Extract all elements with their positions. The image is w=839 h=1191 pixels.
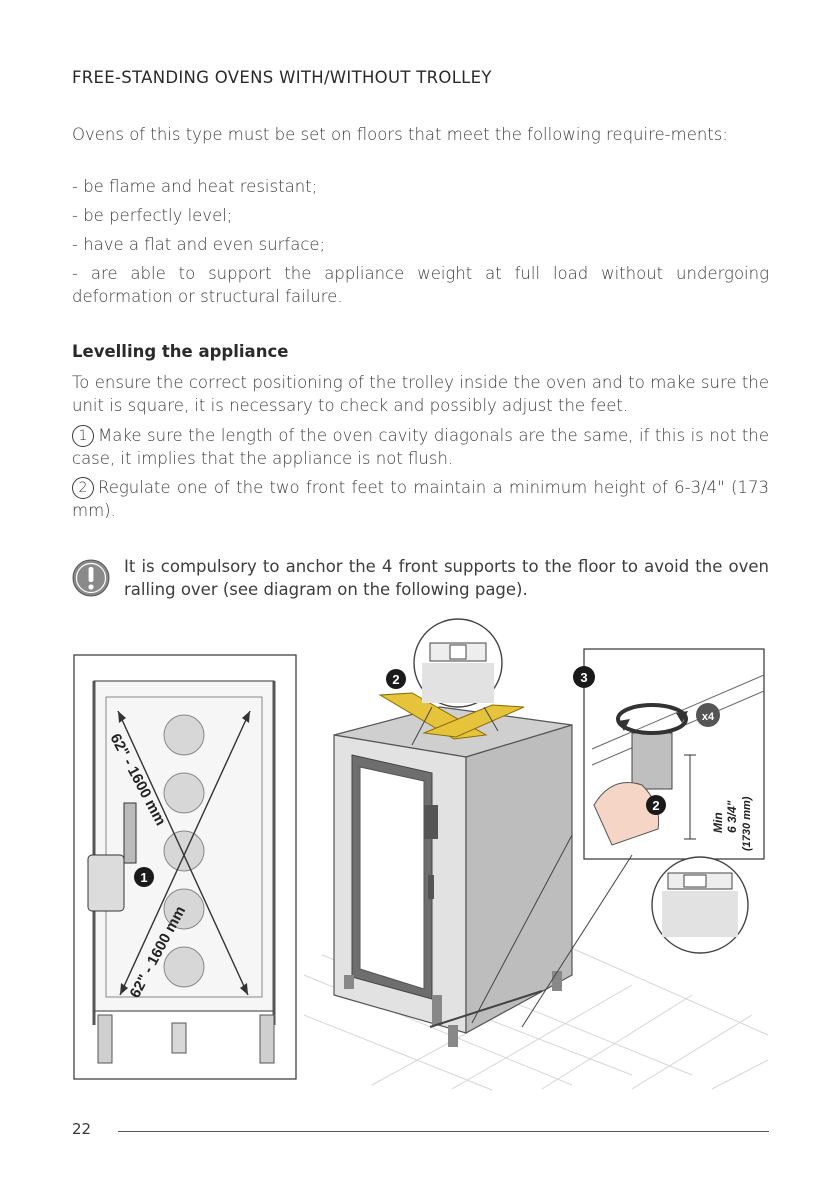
min-label: Min [711, 812, 725, 833]
callout-1: 1 [140, 870, 147, 885]
step-number: 1 [72, 425, 94, 447]
step-number: 2 [72, 477, 94, 499]
section-heading: FREE-STANDING OVENS WITH/WITHOUT TROLLEY [72, 68, 492, 87]
requirement-item: - be flame and heat resistant; [72, 177, 318, 196]
level-bubble-zoom: 2 [386, 618, 503, 746]
callout-2-foot: 2 [652, 798, 659, 813]
callout-2: 2 [392, 672, 399, 687]
floor-grid [303, 934, 769, 1091]
callout-3: 3 [580, 670, 587, 685]
exclamation-icon [72, 559, 110, 597]
intro-paragraph: Ovens of this type must be set on floors… [72, 125, 728, 144]
page-number: 22 [72, 1120, 92, 1138]
requirement-item: - be perfectly level; [72, 206, 233, 225]
footer-rule [118, 1131, 769, 1132]
foot-detail-panel: x4 Min 6 3/4" (1730 mm) 3 2 [471, 648, 765, 1028]
requirement-item: - are able to support the appliance weig… [72, 264, 769, 306]
levelling-illustration: 1 62" - 1600 mm 62" - 1600 mm [73, 618, 769, 1091]
oven-isometric [333, 692, 573, 1047]
min-height-value: 6 3/4" [725, 800, 739, 833]
step-text: Make sure the length of the oven cavity … [72, 426, 769, 468]
requirement-item: - have a flat and even surface; [72, 235, 326, 254]
front-view-panel: 1 62" - 1600 mm 62" - 1600 mm [73, 654, 297, 1080]
times-four-badge: x4 [702, 711, 715, 723]
level-bubble-zoom-lower [651, 856, 749, 954]
step-text: Regulate one of the two front feet to ma… [72, 478, 769, 520]
warning-text: It is compulsory to anchor the 4 front s… [124, 557, 769, 599]
subsection-title: Levelling the appliance [72, 342, 289, 361]
levelling-paragraph: To ensure the correct positioning of the… [72, 373, 769, 415]
min-height-mm: (1730 mm) [741, 796, 753, 851]
